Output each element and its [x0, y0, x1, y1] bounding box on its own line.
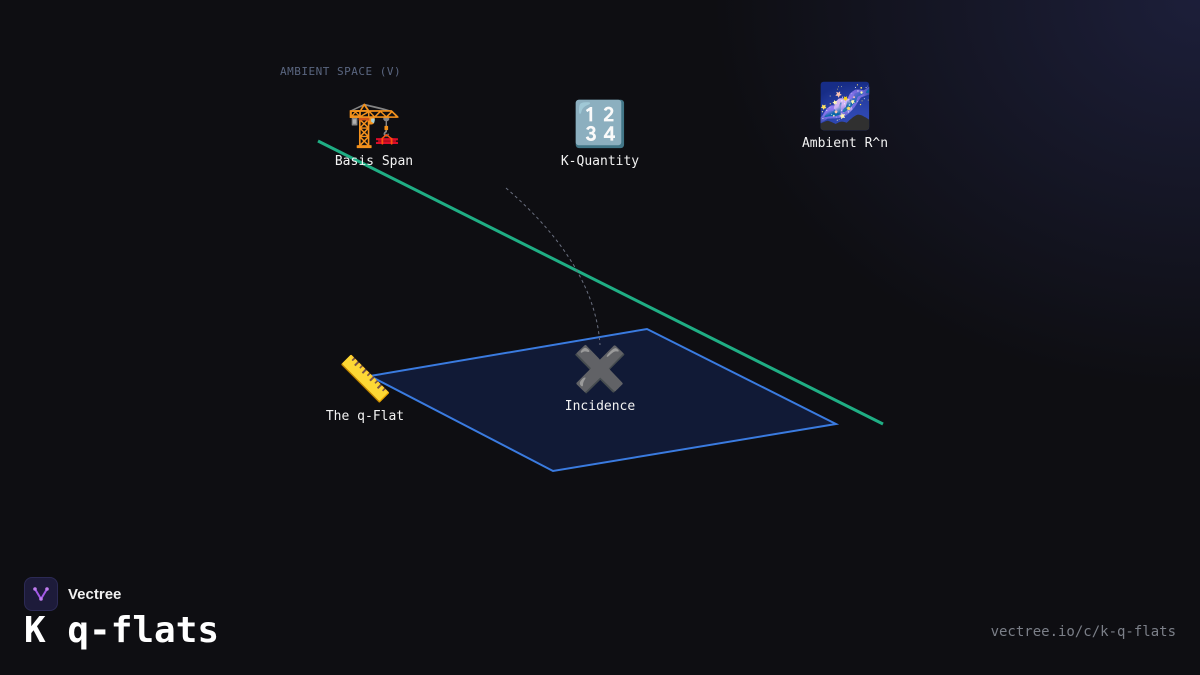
- node-label: Incidence: [564, 399, 636, 414]
- brand-name: Vectree: [68, 585, 122, 603]
- page-url[interactable]: vectree.io/c/k-q-flats: [990, 624, 1176, 640]
- node-label: Ambient R^n: [801, 136, 889, 151]
- crane-icon: 🏗️: [346, 99, 402, 150]
- numbers-icon: 🔢: [572, 99, 628, 150]
- ruler-icon: 📏: [337, 354, 393, 405]
- basis-span-line: [317, 139, 884, 426]
- q-flat-plane: [366, 327, 840, 473]
- node-q-flat[interactable]: 📏 The q-Flat: [285, 354, 445, 425]
- node-label: K-Quantity: [560, 154, 640, 169]
- node-label: The q-Flat: [325, 409, 405, 424]
- vectree-logo-icon: [24, 577, 58, 611]
- node-basis-span[interactable]: 🏗️ Basis Span: [294, 99, 454, 170]
- milky-way-icon: 🌌: [817, 81, 873, 132]
- brand: Vectree: [24, 577, 121, 611]
- node-label: Basis Span: [334, 154, 414, 169]
- ambient-space-label: AMBIENT SPACE (V): [280, 65, 402, 78]
- node-k-quantity[interactable]: 🔢 K-Quantity: [520, 99, 680, 170]
- node-incidence[interactable]: ✖️ Incidence: [520, 344, 680, 415]
- dashed-connector: [505, 187, 601, 346]
- page-title: K q-flats: [24, 610, 220, 651]
- cross-mark-icon: ✖️: [572, 344, 628, 395]
- node-ambient-rn[interactable]: 🌌 Ambient R^n: [765, 81, 925, 152]
